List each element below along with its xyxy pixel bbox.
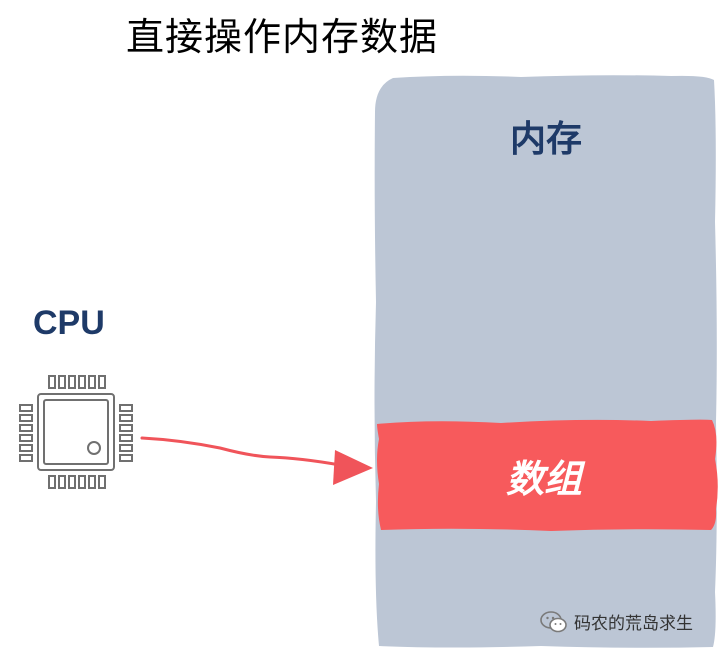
watermark-text: 码农的荒岛求生	[574, 614, 693, 634]
page-title: 直接操作内存数据	[126, 15, 439, 59]
cpu-chip-icon	[19, 375, 133, 489]
array-block-shape	[377, 419, 718, 531]
array-label: 数组	[506, 457, 583, 501]
memory-label: 内存	[510, 119, 583, 160]
wechat-icon	[540, 610, 567, 632]
cpu-label: CPU	[33, 304, 105, 342]
arrow-head	[333, 450, 373, 485]
arrow-line	[140, 436, 342, 467]
array-block	[377, 419, 718, 531]
watermark: 码农的荒岛求生	[540, 609, 693, 634]
